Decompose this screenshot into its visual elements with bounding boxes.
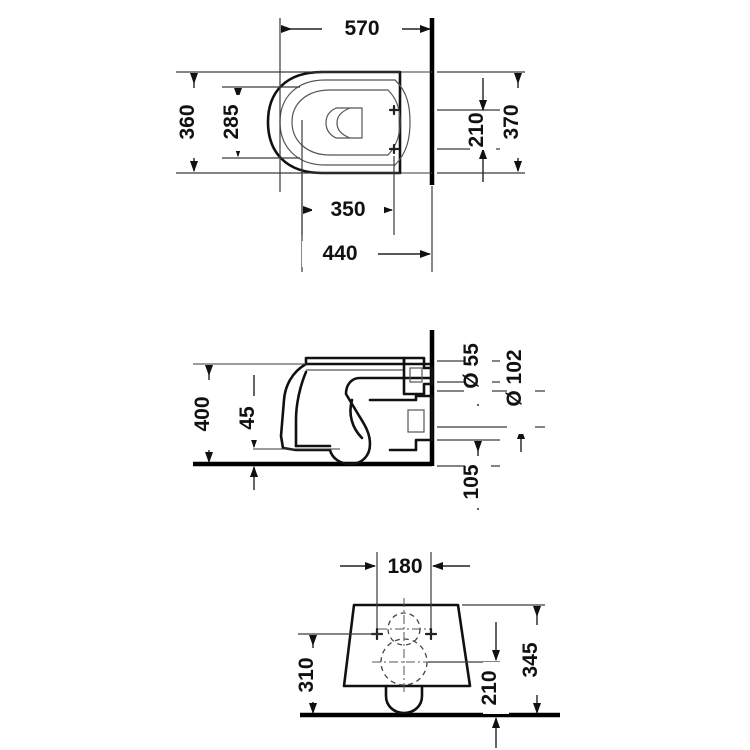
top-view-bolt-upper <box>388 104 400 116</box>
dimension-360-label: 360 <box>176 104 199 139</box>
dimension-45-label: 45 <box>236 406 259 430</box>
top-view: 570 360 285 210 370 <box>176 16 531 272</box>
dimension-440: 440 <box>302 241 432 267</box>
dimension-400-label: 400 <box>191 396 214 431</box>
top-view-flush-aperture-arc <box>336 107 351 139</box>
dimension-370-label: 370 <box>500 104 523 139</box>
front-view-bowl-nose <box>384 684 424 715</box>
front-view-bowl-body <box>342 603 472 688</box>
dimension-570: 570 <box>280 16 432 42</box>
top-view-flush-aperture <box>325 107 363 139</box>
side-view-outlet-port <box>407 409 425 433</box>
dimension-310: 310 <box>295 634 326 715</box>
dimension-105-label: 105 <box>460 464 483 499</box>
side-view-flush-connector <box>402 356 434 396</box>
dimension-180: 180 <box>340 552 470 580</box>
dimension-285-label: 285 <box>220 104 243 139</box>
dimension-570-label: 570 <box>344 17 379 40</box>
dimension-diameter-55-label: Ø 55 <box>460 343 483 389</box>
dimension-180-label: 180 <box>387 555 422 578</box>
dimension-210-top-label: 210 <box>465 112 488 147</box>
dimension-45: 45 <box>236 375 267 490</box>
dimension-diameter-55: Ø 55 <box>460 328 492 406</box>
dimension-210-top: 210 <box>465 78 496 182</box>
top-view-bowl-outer <box>266 70 402 175</box>
side-view: 400 45 Ø 55 Ø 102 105 <box>191 328 545 510</box>
dimension-370: 370 <box>500 72 531 173</box>
side-view-outlet-connector <box>368 394 434 452</box>
side-view-bowl-outline <box>279 362 432 466</box>
dimension-210-front: 210 <box>478 622 509 748</box>
dimension-285: 285 <box>220 87 251 158</box>
dimension-210-front-label: 210 <box>478 670 501 705</box>
dimension-360: 360 <box>176 72 207 173</box>
front-view-bolt-right <box>424 627 438 641</box>
top-view-bolt-lower <box>388 143 400 155</box>
dimension-105: 105 <box>460 440 491 510</box>
side-view-flush-port <box>409 367 423 383</box>
side-view-inner-bowl-wall <box>294 370 308 448</box>
dimension-diameter-102: Ø 102 <box>503 338 535 452</box>
front-view: 180 310 210 345 <box>295 552 560 748</box>
top-view-bowl-inner <box>291 89 401 156</box>
top-view-bowl-rim <box>279 79 411 166</box>
dimension-400: 400 <box>191 364 222 464</box>
dimension-350: 350 <box>302 197 394 223</box>
dimension-345-label: 345 <box>519 642 542 677</box>
dimension-345: 345 <box>519 605 550 715</box>
dimension-440-label: 440 <box>322 242 357 265</box>
dimension-350-label: 350 <box>330 198 365 221</box>
dimension-diameter-102-label: Ø 102 <box>503 349 526 406</box>
side-view-trapway <box>349 398 364 440</box>
dimension-310-label: 310 <box>295 657 318 692</box>
